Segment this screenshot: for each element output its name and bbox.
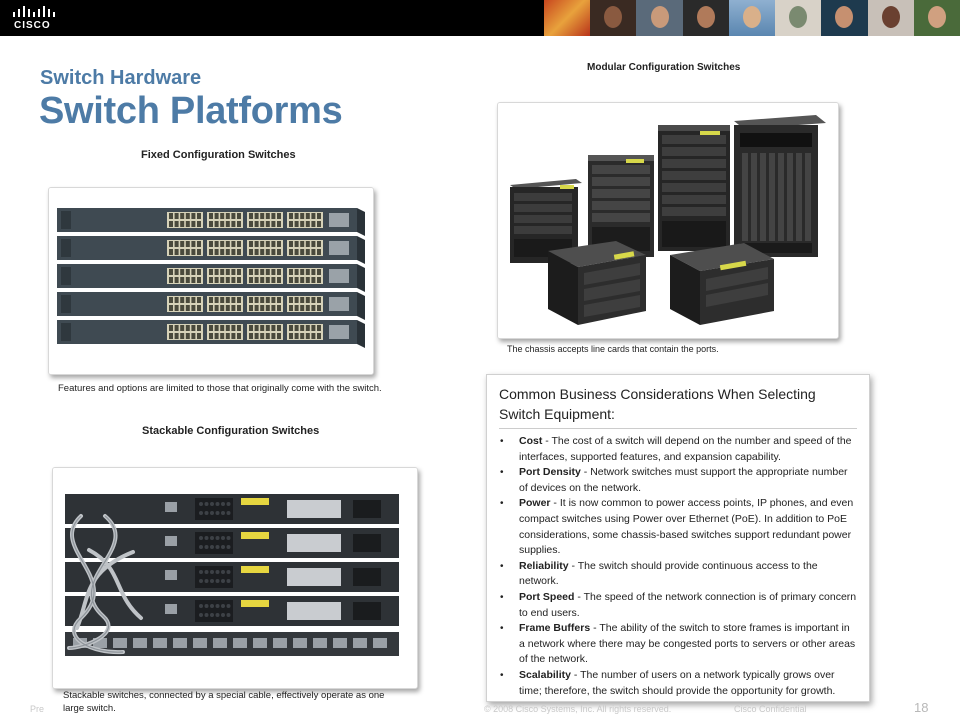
header-photo-strip — [544, 0, 960, 36]
fixed-switches-image — [48, 187, 374, 375]
modular-switches-caption: The chassis accepts line cards that cont… — [507, 344, 719, 354]
consideration-text: - Network switches must support the appr… — [519, 466, 848, 494]
list-item: Reliability - The switch should provide … — [500, 559, 857, 590]
consideration-text: - The switch should provide continuous a… — [519, 559, 818, 588]
fixed-switch-stack-illustration — [49, 188, 373, 374]
header-photo — [728, 0, 776, 36]
footer-copyright: © 2008 Cisco Systems, Inc. All rights re… — [484, 704, 672, 714]
cisco-logo: CISCO — [12, 6, 56, 32]
consideration-text: - It is now common to power access point… — [519, 497, 854, 557]
footer-left-text: Pre — [30, 704, 45, 714]
cisco-wordmark: CISCO — [14, 20, 51, 31]
header-photo — [913, 0, 960, 36]
business-considerations-box: Common Business Considerations When Sele… — [486, 374, 870, 702]
header-photo — [821, 0, 868, 36]
consideration-term: Reliability — [519, 559, 569, 572]
list-item: Frame Buffers - The ability of the switc… — [500, 621, 857, 668]
modular-switches-heading: Modular Configuration Switches — [587, 62, 741, 73]
considerations-title: Common Business Considerations When Sele… — [499, 384, 857, 429]
list-item: Port Density - Network switches must sup… — [500, 465, 857, 496]
consideration-term: Port Density — [519, 466, 581, 479]
section-title: Switch Hardware — [40, 67, 202, 89]
stackable-switches-image — [52, 467, 418, 689]
footer-confidential: Cisco Confidential — [734, 704, 807, 714]
stackable-switches-caption: Stackable switches, connected by a speci… — [63, 690, 385, 714]
consideration-term: Scalability — [519, 668, 571, 681]
modular-switches-image — [497, 102, 839, 339]
top-banner: CISCO — [0, 0, 960, 36]
header-photo — [682, 0, 729, 36]
consideration-text: - The cost of a switch will depend on th… — [519, 435, 852, 463]
list-item: Scalability - The number of users on a n… — [500, 668, 857, 699]
stackable-switch-stack-illustration — [53, 468, 417, 688]
consideration-text: - The number of users on a network typic… — [519, 668, 836, 697]
fixed-switches-caption: Features and options are limited to thos… — [58, 383, 382, 394]
header-photo — [544, 0, 591, 36]
consideration-text: - The speed of the network connection is… — [519, 590, 857, 619]
list-item: Cost - The cost of a switch will depend … — [500, 434, 857, 465]
consideration-term: Cost — [519, 435, 543, 447]
consideration-term: Port Speed — [519, 590, 575, 603]
fixed-switches-heading: Fixed Configuration Switches — [141, 149, 296, 161]
page-number: 18 — [914, 700, 929, 715]
header-photo — [590, 0, 637, 36]
header-photo — [867, 0, 914, 36]
list-item: Port Speed - The speed of the network co… — [500, 590, 857, 621]
considerations-list: Cost - The cost of a switch will depend … — [499, 434, 857, 699]
consideration-text: - The ability of the switch to store fra… — [519, 622, 856, 666]
cisco-bridge-icon — [13, 6, 55, 17]
consideration-term: Power — [519, 497, 551, 510]
header-photo — [636, 0, 683, 36]
modular-chassis-illustration — [498, 103, 838, 338]
list-item: Power - It is now common to power access… — [500, 496, 857, 558]
consideration-term: Frame Buffers — [519, 622, 591, 635]
page-title: Switch Platforms — [39, 90, 343, 132]
stackable-switches-heading: Stackable Configuration Switches — [142, 425, 320, 437]
header-photo — [775, 0, 822, 36]
